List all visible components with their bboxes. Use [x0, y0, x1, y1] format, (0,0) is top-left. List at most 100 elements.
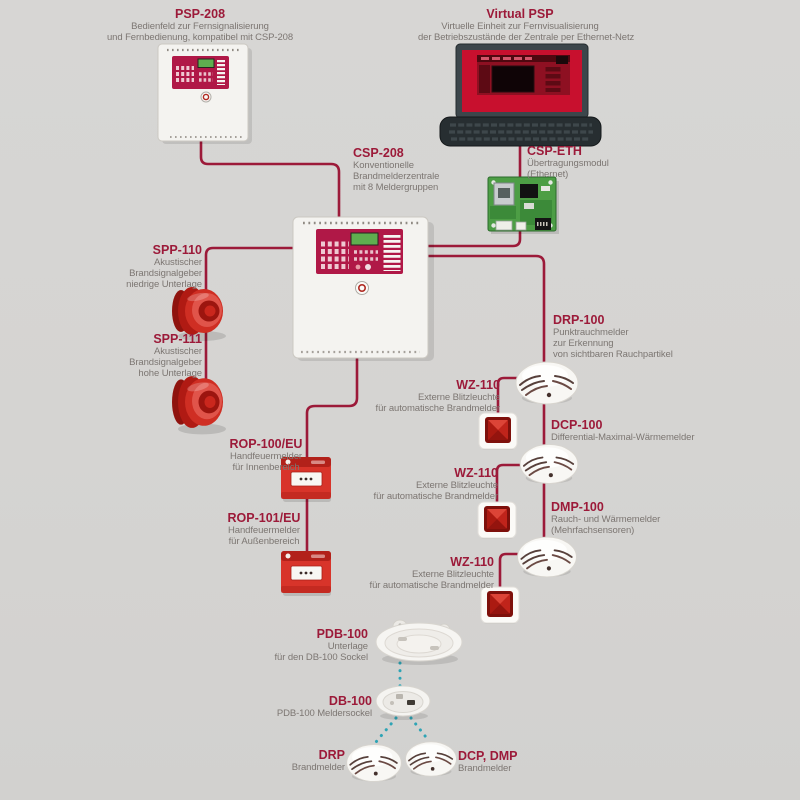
link-panel-to-callpoints: [305, 355, 359, 574]
label-rop-101: ROP-101/EU Handfeuermelder für Außenbere…: [210, 511, 318, 547]
node-title: DB-100: [328, 694, 372, 708]
node-title: PSP-208: [174, 7, 226, 21]
psp-208-panel-image: [157, 43, 252, 144]
drp-100-detector-image: [515, 361, 579, 405]
link-panel-to-detector-column: [426, 254, 546, 558]
wz-110-strobe-1-image: [478, 412, 518, 451]
node-desc: (Ethernet): [527, 169, 569, 180]
node-desc: und Fernbedienung, kompatibel mit CSP-20…: [106, 32, 293, 43]
node-title: CSP-208: [353, 146, 404, 160]
node-desc: Virtuelle Einheit zur Fernvisualisierung: [441, 21, 599, 32]
node-desc: Übertragungsmodul: [527, 158, 609, 169]
node-desc: Externe Blitzleuchte: [418, 392, 500, 403]
link-dcp-to-strobe2: [495, 463, 546, 508]
label-wz-110-3: WZ-110 Externe Blitzleuchte für automati…: [344, 555, 495, 591]
drp-detector-image: [345, 743, 403, 783]
dcp-dmp-detector-image: [404, 740, 458, 778]
node-desc: PDB-100 Meldersockel: [276, 708, 372, 719]
label-spp-110: SPP-110 Akustischer Brandsignalgeber nie…: [92, 243, 202, 290]
node-desc: für automatische Brandmelder: [375, 403, 501, 414]
node-desc: der Betriebszustände der Zentrale per Et…: [418, 32, 635, 43]
node-desc: von sichtbaren Rauchpartikel: [553, 349, 673, 360]
label-virtual-psp: Virtual PSP Virtuelle Einheit zur Fernvi…: [418, 7, 635, 43]
node-desc: Brandsignalgeber: [129, 357, 202, 368]
label-dmp-100: DMP-100 Rauch- und Wärmemelder (Mehrfach…: [551, 500, 711, 536]
node-title: SPP-110: [152, 243, 202, 257]
node-title: DCP-100: [551, 418, 603, 432]
label-wz-110-1: WZ-110 Externe Blitzleuchte für automati…: [350, 378, 501, 414]
label-drp: DRP Brandmelder: [255, 748, 345, 773]
node-desc: (Mehrfachsensoren): [551, 525, 635, 536]
rop-101-call-point-image: [280, 550, 332, 597]
node-desc: für Innenbereich: [232, 462, 300, 473]
connection-lines: [199, 139, 546, 593]
node-desc: niedrige Unterlage: [126, 279, 202, 290]
node-desc: mit 8 Meldergruppen: [353, 182, 439, 193]
node-desc: Differential-Maximal-Wärmemelder: [551, 432, 695, 443]
node-desc: Brandsignalgeber: [129, 268, 202, 279]
node-desc: Handfeuermelder: [230, 451, 302, 462]
link-panel-to-sounders: [204, 246, 295, 404]
dotted-links: [374, 661, 431, 744]
node-title: ROP-100/EU: [229, 437, 303, 451]
node-title: WZ-110: [454, 466, 498, 480]
node-desc: Punktrauchmelder: [553, 327, 629, 338]
label-dcp-dmp: DCP, DMP Brandmelder: [458, 749, 568, 774]
node-desc: für den DB-100 Sockel: [274, 652, 369, 663]
label-psp-208: PSP-208 Bedienfeld zur Fernsignalisierun…: [88, 7, 312, 43]
node-desc: Bedienfeld zur Fernsignalisierung: [131, 21, 269, 32]
wz-110-strobe-2-image: [477, 501, 517, 540]
dotted-db-to-dcpdmp: [409, 716, 431, 743]
node-desc: Unterlage: [327, 641, 368, 652]
node-desc: Konventionelle: [353, 160, 414, 171]
label-db-100: DB-100 PDB-100 Meldersockel: [238, 694, 372, 719]
label-wz-110-2: WZ-110 Externe Blitzleuchte für automati…: [348, 466, 499, 502]
link-psp-to-csp: [199, 139, 341, 221]
csp-208-panel-image: [292, 216, 434, 361]
node-title: Virtual PSP: [486, 7, 554, 21]
node-title: CSP-ETH: [527, 144, 582, 158]
link-drp-to-strobe1: [496, 376, 546, 418]
label-pdb-100: PDB-100 Unterlage für den DB-100 Sockel: [238, 627, 369, 663]
node-title: DRP: [318, 748, 345, 762]
label-dcp-100: DCP-100 Differential-Maximal-Wärmemelder: [551, 418, 726, 443]
node-desc: zur Erkennung: [553, 338, 614, 349]
node-title: ROP-101/EU: [227, 511, 301, 525]
label-rop-100: ROP-100/EU Handfeuermelder für Innenbere…: [212, 437, 320, 473]
node-desc: Brandmelderzentrale: [353, 171, 440, 182]
node-desc: für Außenbereich: [228, 536, 300, 547]
node-title: DRP-100: [553, 313, 605, 327]
node-desc: Externe Blitzleuchte: [412, 569, 494, 580]
db-100-socket-image: [375, 685, 431, 720]
dmp-100-detector-image: [516, 536, 578, 578]
node-title: SPP-111: [153, 332, 202, 346]
pdb-100-base-image: [375, 619, 463, 665]
node-desc: Brandmelder: [291, 762, 345, 773]
node-title: DCP, DMP: [458, 749, 518, 763]
label-spp-111: SPP-111 Akustischer Brandsignalgeber hoh…: [92, 332, 202, 379]
node-desc: für automatische Brandmelder: [373, 491, 499, 502]
wz-110-strobe-3-image: [480, 586, 520, 625]
node-desc: Akustischer: [153, 346, 202, 357]
node-desc: Externe Blitzleuchte: [416, 480, 498, 491]
label-csp-eth: CSP-ETH Übertragungsmodul (Ethernet): [527, 144, 647, 180]
csp-eth-board-image: [487, 176, 559, 234]
spp-111-sounder-image: [172, 376, 226, 435]
node-desc: Handfeuermelder: [228, 525, 300, 536]
node-desc: hohe Unterlage: [138, 368, 202, 379]
node-title: DMP-100: [551, 500, 604, 514]
dcp-100-detector-image: [519, 443, 579, 485]
link-eth-to-panel: [426, 227, 522, 248]
node-desc: Rauch- und Wärmemelder: [551, 514, 661, 525]
node-desc: Akustischer: [153, 257, 202, 268]
dotted-db-to-drp: [374, 716, 398, 744]
label-csp-208: CSP-208 Konventionelle Brandmelderzentra…: [353, 146, 483, 193]
node-title: WZ-110: [450, 555, 494, 569]
node-desc: für automatische Brandmelder: [369, 580, 495, 591]
label-drp-100: DRP-100 Punktrauchmelder zur Erkennung v…: [553, 313, 723, 360]
node-title: WZ-110: [456, 378, 500, 392]
node-desc: Brandmelder: [458, 763, 512, 774]
virtual-psp-monitor-image: [439, 43, 602, 147]
link-dmp-to-strobe3: [498, 552, 546, 593]
